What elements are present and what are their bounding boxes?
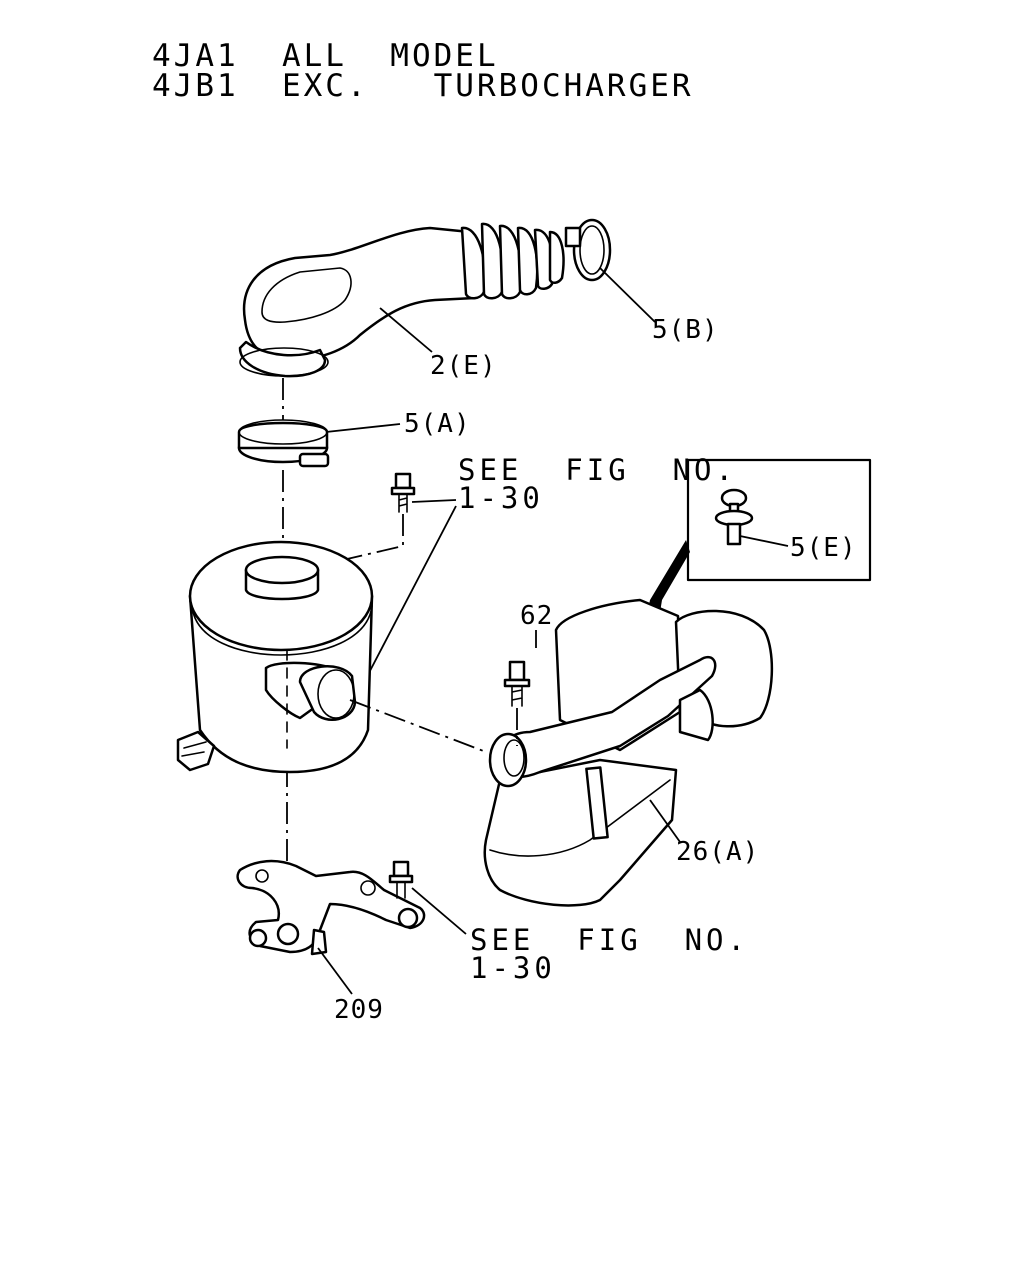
lower-bolt-part[interactable] — [388, 860, 414, 899]
leader-clamp-a — [325, 423, 401, 433]
inlet-centerline — [349, 699, 487, 753]
mounting-bracket-part[interactable] — [236, 859, 426, 956]
reference-lower-line-1: SEE FIG NO. — [470, 923, 749, 957]
upper-bolt-part[interactable] — [390, 472, 416, 513]
leader-reference-lower — [411, 887, 467, 935]
callout-resonator: 26(A) — [676, 837, 759, 867]
reference-lower-line-2: 1-30 — [470, 951, 556, 985]
leader-bracket — [317, 947, 353, 995]
detail-inset-box — [686, 458, 872, 582]
leader-clip — [739, 535, 789, 547]
reference-upper-line-2: 1-30 — [458, 481, 544, 515]
air-cleaner-housing-part[interactable] — [176, 540, 374, 774]
leader-reference-upper — [359, 499, 457, 691]
callout-clamp-b: 5(B) — [652, 315, 719, 345]
leader-clamp-b — [599, 267, 656, 323]
hose-clamp-b-part[interactable] — [564, 218, 612, 282]
header-line-1: 4JA1 ALL MODEL — [152, 38, 499, 74]
callout-hose: 2(E) — [430, 351, 497, 381]
hose-clamp-a-part[interactable] — [237, 419, 330, 468]
header-line-2: 4JB1 EXC. TURBOCHARGER — [152, 68, 694, 104]
callout-clip: 5(E) — [790, 533, 857, 563]
callout-bracket: 209 — [334, 995, 384, 1025]
callout-bolt-62: 62 — [520, 601, 553, 631]
callout-clamp-a: 5(A) — [404, 409, 471, 439]
intake-hose-part[interactable] — [238, 222, 565, 378]
resonator-part[interactable] — [483, 598, 774, 907]
push-clip-part[interactable] — [714, 488, 754, 546]
leader-resonator — [649, 799, 681, 843]
leader-hose — [379, 307, 433, 353]
bolt-62-part[interactable] — [503, 660, 531, 707]
